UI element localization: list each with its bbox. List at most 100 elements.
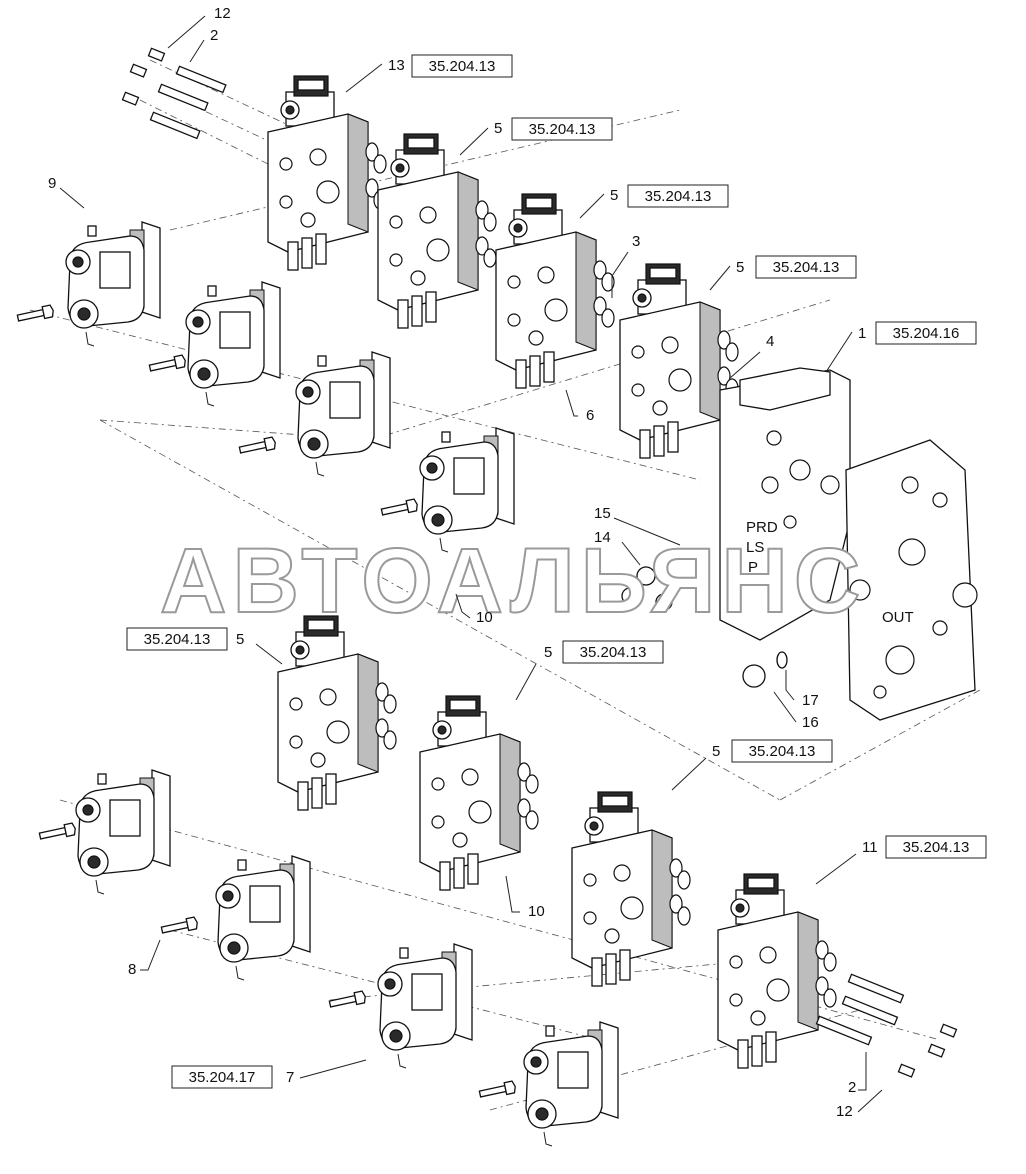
callout-number: 6 xyxy=(586,407,594,424)
callout-leader xyxy=(140,939,161,971)
callout-number: 11 xyxy=(862,839,878,856)
callout-c15: 15 xyxy=(594,505,681,546)
actuator-lower-4 xyxy=(523,1021,619,1147)
callout-leader xyxy=(825,331,853,373)
watermark: АВТОАЛЬЯНС xyxy=(160,530,866,632)
callout-leader xyxy=(59,187,85,209)
valve-section-5-lower-1 xyxy=(277,615,397,811)
reference-box xyxy=(885,835,987,859)
callout-leader xyxy=(709,265,731,291)
callout-number: 5 xyxy=(712,743,720,760)
callout-number: 12 xyxy=(214,5,231,22)
valve-section-5-lower-2 xyxy=(419,695,539,891)
callout-number: 16 xyxy=(802,714,819,731)
reference-box xyxy=(875,321,977,345)
valve-section-11 xyxy=(717,873,837,1069)
callout-number: 2 xyxy=(210,27,218,44)
callout-leader xyxy=(621,541,641,566)
fittings xyxy=(621,566,788,688)
reference-box xyxy=(126,627,228,651)
callout-number: 1 xyxy=(858,325,866,342)
callout-number: 3 xyxy=(632,233,640,250)
valve-section-5-lower-3 xyxy=(571,791,691,987)
actuator-upper-3 xyxy=(295,351,391,477)
callout-c5b: 5 35.204.13 xyxy=(579,184,729,219)
callout-number: 5 xyxy=(494,120,502,137)
port-label-out: OUT xyxy=(882,609,914,626)
callout-number: 9 xyxy=(48,175,56,192)
reference-code: 35.204.13 xyxy=(749,743,816,760)
reference-code: 35.204.13 xyxy=(773,259,840,276)
reference-box xyxy=(171,1065,273,1089)
callout-leader xyxy=(299,1059,367,1079)
callout-c8: 8 xyxy=(128,939,161,978)
actuator-lower-2 xyxy=(215,855,311,981)
callout-number: 12 xyxy=(836,1103,853,1120)
reference-box xyxy=(755,255,857,279)
callout-number: 5 xyxy=(236,631,244,648)
callout-c2b: 2 xyxy=(848,1052,867,1096)
callout-c5d: 5 35.204.13 xyxy=(126,627,283,665)
actuator-upper-2 xyxy=(185,281,281,407)
reference-code: 35.204.13 xyxy=(903,839,970,856)
reference-box xyxy=(731,739,833,763)
callout-number: 15 xyxy=(594,505,611,522)
port-labels: PRD LS P OUT xyxy=(746,519,914,626)
actuator-lower-1 xyxy=(75,769,171,895)
callout-leader xyxy=(611,251,629,298)
callout-number: 10 xyxy=(528,903,545,920)
reference-code: 35.204.13 xyxy=(645,188,712,205)
callout-c9: 9 xyxy=(48,175,85,209)
callout-number: 5 xyxy=(610,187,618,204)
callout-c12b: 12 xyxy=(836,1089,883,1120)
main-valve-block xyxy=(719,367,978,721)
callout-c2a: 2 xyxy=(189,27,218,63)
callout-c5c: 5 35.204.13 xyxy=(709,255,857,291)
reference-code: 35.204.13 xyxy=(144,631,211,648)
callout-c14: 14 xyxy=(594,529,641,566)
callout-c6: 6 xyxy=(565,389,594,424)
reference-code: 35.204.13 xyxy=(580,644,647,661)
callout-leader xyxy=(189,39,205,63)
callout-number: 7 xyxy=(286,1069,294,1086)
callout-leader xyxy=(255,643,283,665)
reference-box xyxy=(411,54,513,78)
callout-number: 8 xyxy=(128,961,136,978)
callout-number: 17 xyxy=(802,692,819,709)
tie-rods-bottom xyxy=(815,973,958,1078)
callout-leader xyxy=(773,691,797,723)
callout-leader xyxy=(579,193,605,219)
callout-number: 4 xyxy=(766,333,774,350)
valve-section-13 xyxy=(267,75,387,271)
tie-rods-top xyxy=(121,47,227,140)
port-label-ls: LS xyxy=(746,539,764,556)
port-label-p: P xyxy=(748,559,758,576)
port-label-prd: PRD xyxy=(746,519,778,536)
actuator-lower-3 xyxy=(377,943,473,1069)
callout-leader xyxy=(785,670,795,701)
valve-section-5-upper-1 xyxy=(377,133,497,329)
callout-leader xyxy=(613,517,681,546)
reference-box xyxy=(562,640,664,664)
callout-c16: 16 xyxy=(773,691,819,731)
callout-leader xyxy=(729,351,761,379)
callout-leader xyxy=(515,663,537,701)
callout-c10b: 10 xyxy=(505,875,545,920)
callout-number: 5 xyxy=(736,259,744,276)
callout-number: 14 xyxy=(594,529,611,546)
callout-c1: 1 35.204.16 xyxy=(825,321,977,373)
callout-leader xyxy=(815,853,857,885)
reference-code: 35.204.16 xyxy=(893,325,960,342)
callout-leader xyxy=(167,15,206,49)
callout-number: 10 xyxy=(476,609,493,626)
reference-code: 35.204.17 xyxy=(189,1069,256,1086)
callout-number: 2 xyxy=(848,1079,856,1096)
callout-leader xyxy=(858,1052,867,1091)
callout-c11: 11 35.204.13 xyxy=(815,835,987,885)
reference-code: 35.204.13 xyxy=(429,58,496,75)
